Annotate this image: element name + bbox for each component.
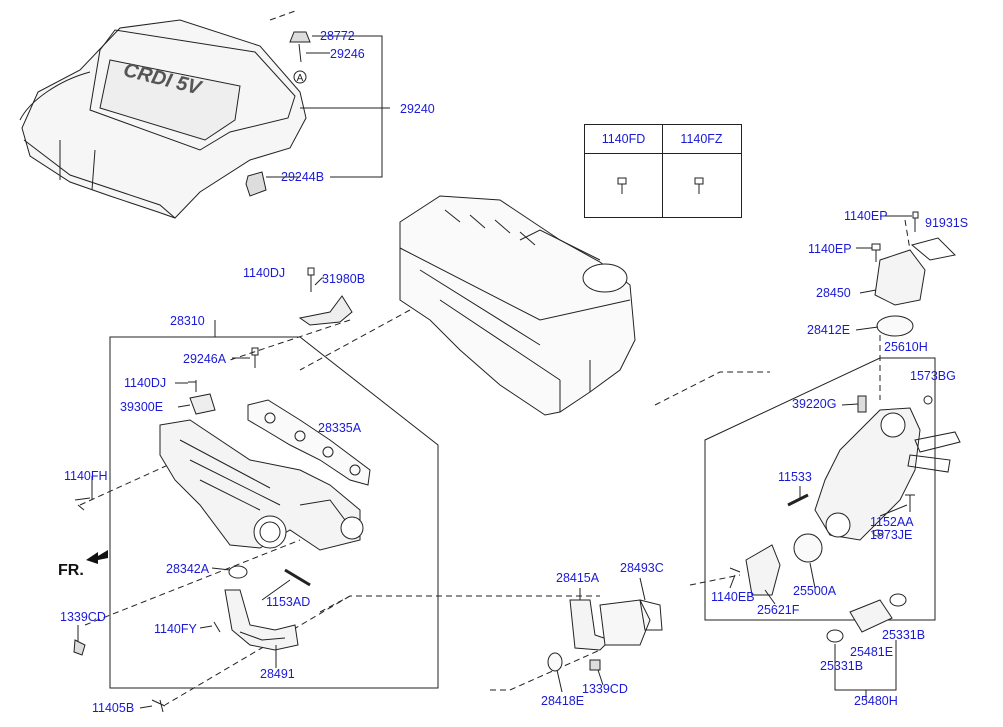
cylinder-head-drawing — [399, 195, 636, 416]
label-25331b-lower[interactable]: 25331B — [820, 659, 864, 673]
label-28335a[interactable]: 28335A — [318, 421, 362, 435]
label-25610h[interactable]: 25610H — [884, 340, 928, 354]
table-divider-horizontal — [585, 153, 741, 154]
label-91931s[interactable]: 91931S — [925, 216, 969, 230]
label-1339cd-left[interactable]: 1339CD — [60, 610, 106, 624]
label-29244b[interactable]: 29244B — [281, 170, 325, 184]
label-11405b[interactable]: 11405B — [92, 701, 135, 715]
label-11533[interactable]: 11533 — [778, 470, 812, 484]
label-39220g[interactable]: 39220G — [792, 397, 837, 411]
label-28491[interactable]: 28491 — [260, 667, 295, 681]
label-29246[interactable]: 29246 — [330, 47, 365, 61]
front-direction-label: FR. — [58, 562, 84, 579]
label-1140dj-lower[interactable]: 1140DJ — [124, 376, 167, 390]
label-28772[interactable]: 28772 — [320, 29, 355, 43]
label-1573je[interactable]: 1573JE — [870, 528, 913, 542]
engine-cover-drawing — [19, 19, 307, 219]
label-28415a[interactable]: 28415A — [556, 571, 600, 585]
label-1140fy[interactable]: 1140FY — [154, 622, 197, 636]
bolt-table: 1140FD 1140FZ — [584, 124, 742, 218]
table-col-1140fd[interactable]: 1140FD — [601, 132, 646, 146]
label-1140ep-lower[interactable]: 1140EP — [808, 242, 852, 256]
label-1140ep-upper[interactable]: 1140EP — [844, 209, 888, 223]
label-29246a[interactable]: 29246A — [183, 352, 227, 366]
label-1140eb[interactable]: 1140EB — [711, 590, 755, 604]
label-31980b[interactable]: 31980B — [322, 272, 366, 286]
label-1339cd-right[interactable]: 1339CD — [582, 682, 628, 696]
label-1140dj-upper[interactable]: 1140DJ — [243, 266, 286, 280]
label-1140fh[interactable]: 1140FH — [64, 469, 108, 483]
table-col-1140fz[interactable]: 1140FZ — [680, 132, 723, 146]
label-1573bg[interactable]: 1573BG — [910, 369, 956, 383]
label-28342a[interactable]: 28342A — [166, 562, 210, 576]
label-28310[interactable]: 28310 — [170, 314, 205, 328]
label-25331b-upper[interactable]: 25331B — [882, 628, 926, 642]
label-28418e[interactable]: 28418E — [541, 694, 585, 708]
front-arrow-icon — [86, 550, 108, 564]
label-28412e[interactable]: 28412E — [807, 323, 851, 337]
label-29240[interactable]: 29240 — [400, 102, 435, 116]
thermostat-housing-drawing — [814, 407, 961, 541]
label-25481e[interactable]: 25481E — [850, 645, 894, 659]
label-28450[interactable]: 28450 — [816, 286, 851, 300]
label-25500a[interactable]: 25500A — [793, 584, 837, 598]
label-39300e[interactable]: 39300E — [120, 400, 164, 414]
label-25480h[interactable]: 25480H — [854, 694, 898, 708]
label-28493c[interactable]: 28493C — [620, 561, 664, 575]
label-1153ad[interactable]: 1153AD — [266, 595, 311, 609]
table-divider-vertical — [662, 125, 663, 217]
marker-a: A — [297, 73, 304, 84]
label-25621f[interactable]: 25621F — [757, 603, 800, 617]
intake-manifold-drawing — [159, 419, 364, 551]
label-1152aa[interactable]: 1152AA — [870, 515, 914, 529]
